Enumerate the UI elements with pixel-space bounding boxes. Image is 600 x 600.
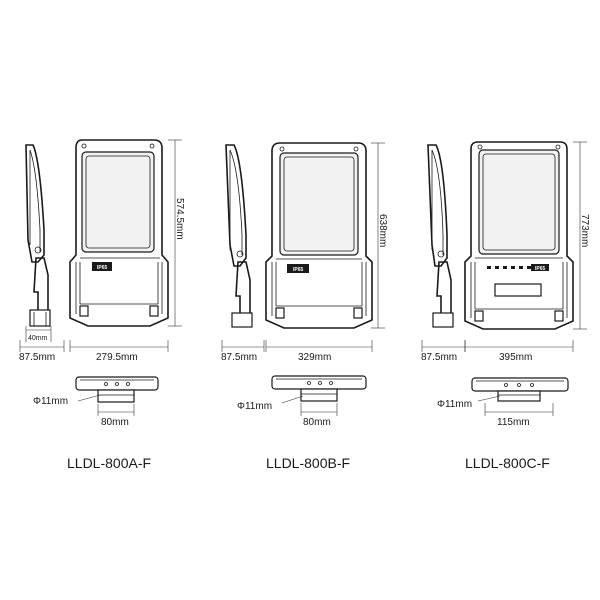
model-b-top-view — [271, 375, 367, 402]
model-c-height: 773mm — [579, 214, 590, 247]
model-c-ip-badge — [531, 264, 549, 271]
model-b-hole-spacing: 80mm — [303, 417, 331, 428]
model-a-hole-spacing: 80mm — [101, 417, 129, 428]
model-c-ip-badge-text: IP65 — [535, 266, 546, 272]
model-c-hole-spacing: 115mm — [497, 417, 530, 428]
model-c-group: 87.5mm IP65 — [421, 141, 590, 471]
model-a-top-view — [75, 376, 159, 403]
model-a-group: 40mm 87.5mm IP65 574.5mm — [19, 139, 185, 471]
model-a-front-view: IP65 — [69, 139, 169, 327]
model-b-side-view — [225, 144, 253, 328]
model-a-ip-badge-text: IP65 — [97, 265, 108, 271]
model-c-hole-diameter: Φ11mm — [437, 399, 472, 410]
model-c-side-depth: 87.5mm — [421, 352, 457, 363]
model-b-ip-badge — [287, 264, 309, 273]
model-a-ip-badge — [92, 262, 112, 271]
model-a-side-depth: 87.5mm — [19, 352, 55, 363]
model-a-bracket-depth: 40mm — [28, 335, 48, 342]
model-a-height: 574.5mm — [174, 198, 185, 240]
model-c-side-view — [427, 144, 454, 328]
model-a-side-view — [25, 144, 51, 327]
model-c-top-view — [471, 377, 569, 402]
model-b-front-view: IP65 — [265, 142, 373, 329]
model-c-width: 395mm — [499, 352, 532, 363]
model-b-width: 329mm — [298, 352, 331, 363]
model-b-height: 638mm — [377, 214, 388, 247]
model-c-front-view: IP65 — [464, 141, 574, 330]
model-b-hole-diameter: Φ11mm — [237, 401, 272, 412]
model-a-width: 279.5mm — [96, 352, 138, 363]
model-c-name: LLDL-800C-F — [465, 455, 550, 471]
model-a-hole-diameter: Φ11mm — [33, 396, 68, 407]
model-a-name: LLDL-800A-F — [67, 455, 151, 471]
model-c-driver-box — [494, 283, 542, 297]
model-b-side-depth: 87.5mm — [221, 352, 257, 363]
model-b-group: 87.5mm IP65 638mm 329mm — [221, 142, 388, 471]
model-b-ip-badge-text: IP65 — [293, 267, 304, 273]
model-b-name: LLDL-800B-F — [266, 455, 350, 471]
